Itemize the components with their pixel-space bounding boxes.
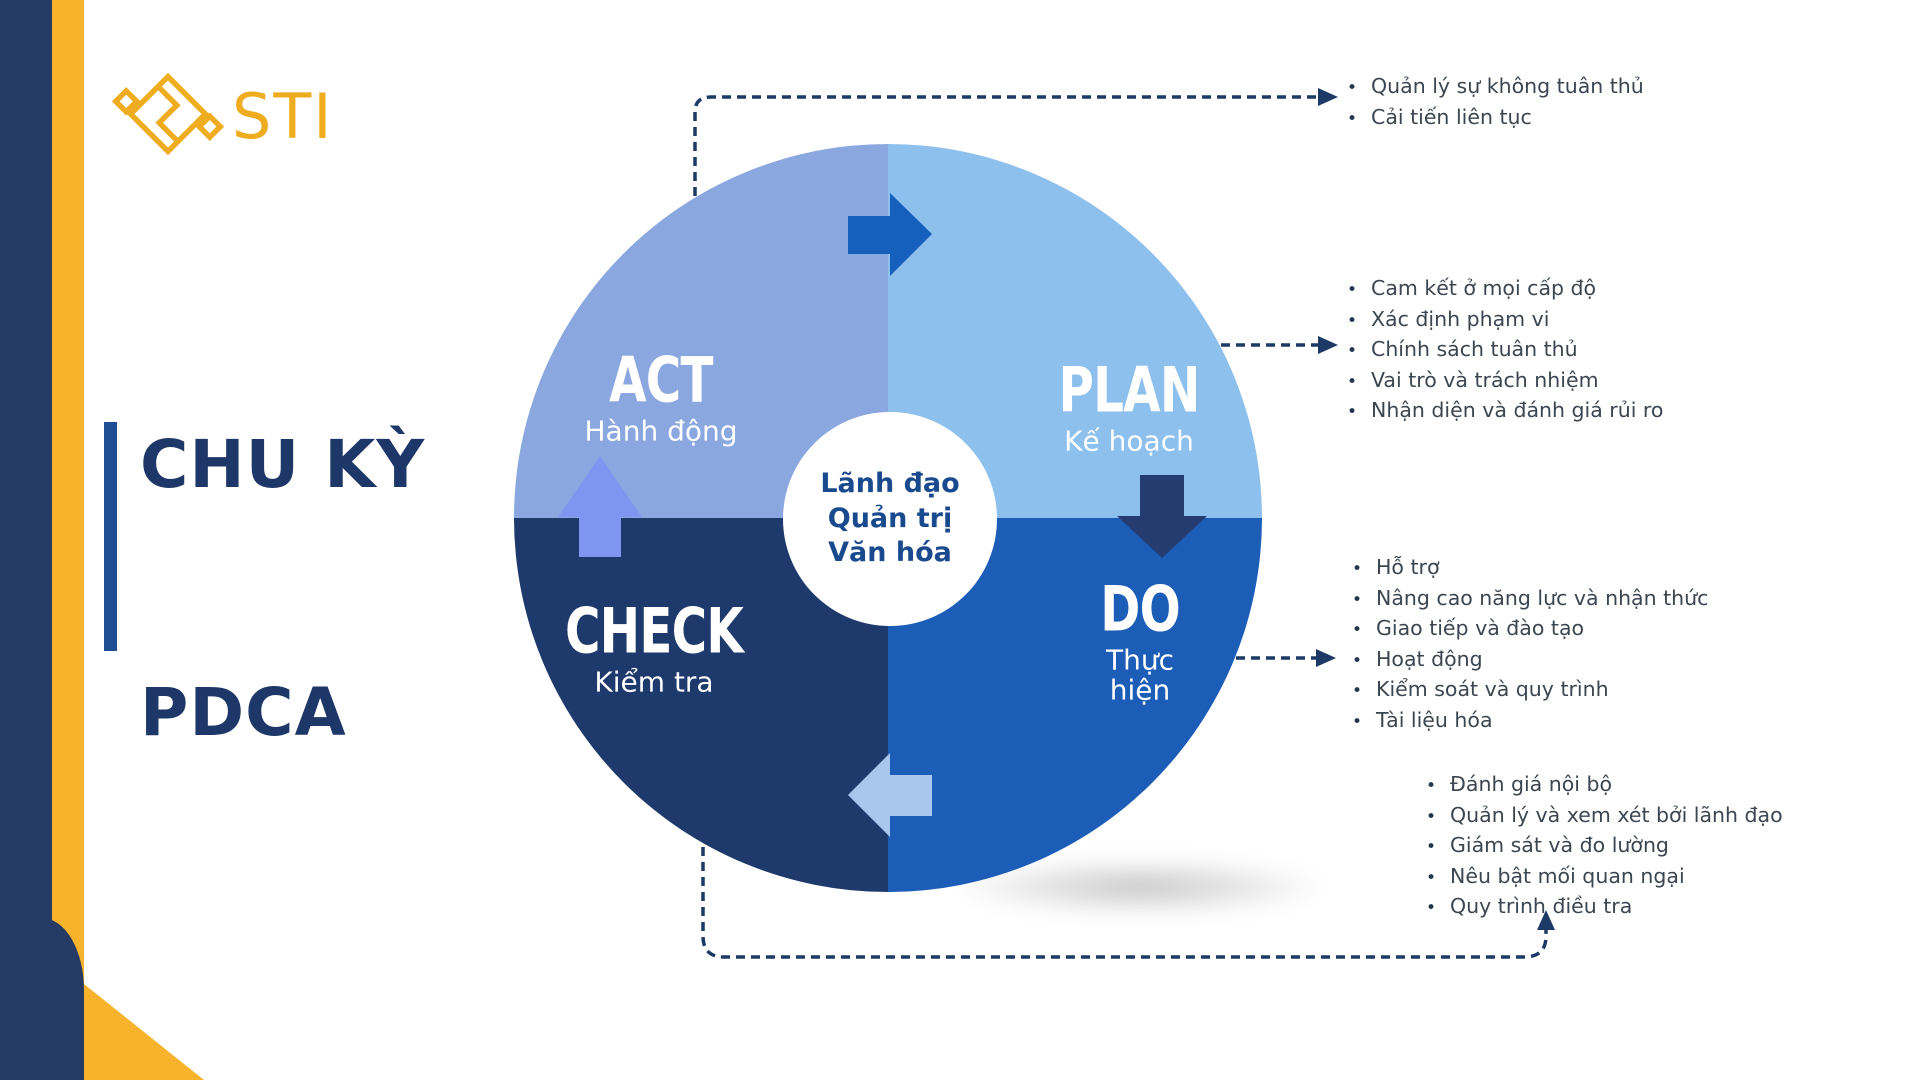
bullet-text: Tài liệu hóa — [1376, 707, 1493, 732]
center-circle: Lãnh đạo Quản trị Văn hóa — [783, 412, 997, 626]
bullet-text: Quản lý sự không tuân thủ — [1371, 74, 1644, 98]
check-subtitle: Kiểm tra — [594, 665, 714, 699]
list-item: • Giám sát và đo lường — [1426, 831, 1783, 862]
title-line-1: CHU KỲ — [140, 426, 426, 503]
list-item: • Nâng cao năng lực và nhận thức — [1352, 584, 1708, 615]
do-label: DO — [1100, 572, 1180, 646]
act-bullet-list: • Quản lý sự không tuân thủ • Cải tiến liên… — [1347, 72, 1644, 133]
list-item: • Hoạt động — [1352, 645, 1708, 676]
list-item: • Quản lý sự không tuân thủ — [1347, 72, 1644, 103]
page-title: CHU KỲ PDCA — [140, 403, 425, 775]
list-item: • Nhận diện và đánh giá rủi ro — [1347, 396, 1663, 427]
plan-label-block: PLAN Kế hoạch — [1039, 353, 1220, 458]
bullet-text: Hỗ trợ — [1376, 555, 1440, 579]
bullet-dot-icon: • — [1426, 776, 1437, 796]
bullet-dot-icon: • — [1352, 589, 1363, 610]
bullet-dot-icon: • — [1352, 650, 1363, 671]
check-bullet-list: • Đánh giá nội bộ • Quản lý và xem xét bởi … — [1426, 770, 1783, 923]
sti-logo-icon — [112, 72, 224, 156]
bullet-dot-icon: • — [1426, 898, 1437, 918]
list-item: • Kiểm soát và quy trình — [1352, 675, 1708, 706]
center-line-3: Văn hóa — [828, 537, 952, 569]
list-item: • Nêu bật mối quan ngại — [1426, 862, 1783, 893]
bullet-text: Giao tiếp và đào tạo — [1376, 616, 1585, 640]
list-item: • Hỗ trợ — [1352, 553, 1708, 584]
center-line-1: Lãnh đạo — [820, 468, 960, 500]
list-item: • Đánh giá nội bộ — [1426, 770, 1783, 801]
bullet-dot-icon: • — [1347, 371, 1358, 392]
bullet-dot-icon: • — [1426, 867, 1437, 888]
bullet-text: Nhận diện và đánh giá rủi ro — [1371, 398, 1664, 422]
do-bullet-list: • Hỗ trợ • Nâng cao năng lực và nhận thức • G… — [1352, 553, 1708, 736]
plan-label: PLAN — [1058, 353, 1200, 427]
bullet-dot-icon: • — [1352, 711, 1363, 732]
plan-subtitle: Kế hoạch — [1064, 424, 1194, 458]
bullet-dot-icon: • — [1347, 280, 1358, 300]
list-item: • Quy trình điều tra — [1426, 892, 1783, 923]
list-item: • Chính sách tuân thủ — [1347, 335, 1663, 366]
act-label-block: ACT Hành động — [584, 343, 738, 448]
bullet-dot-icon: • — [1347, 402, 1358, 422]
list-item: • Quản lý và xem xét bởi lãnh đạo — [1426, 801, 1783, 832]
do-label-block: DO Thực hiện — [1079, 572, 1201, 707]
bullet-text: Nêu bật mối quan ngại — [1450, 863, 1685, 888]
plan-bullet-list: • Cam kết ở mọi cấp độ • Xác định phạm vi • C… — [1347, 274, 1663, 427]
bullet-dot-icon: • — [1352, 559, 1363, 579]
act-label: ACT — [609, 343, 713, 417]
bullet-dot-icon: • — [1347, 78, 1358, 98]
bullet-text: Quản lý và xem xét bởi lãnh đạo — [1450, 802, 1783, 827]
list-item: • Cải tiến liên tục — [1347, 103, 1644, 134]
list-item: • Giao tiếp và đào tạo — [1352, 614, 1708, 645]
title-line-2: PDCA — [140, 674, 347, 751]
do-subtitle: Thực hiện — [1106, 643, 1174, 707]
bullet-text: Quy trình điều tra — [1450, 894, 1633, 918]
bullet-dot-icon: • — [1347, 108, 1358, 129]
bullet-text: Giám sát và đo lường — [1450, 833, 1669, 857]
bullet-text: Vai trò và trách nhiệm — [1371, 367, 1599, 392]
bullet-text: Đánh giá nội bộ — [1450, 772, 1613, 796]
bullet-dot-icon: • — [1347, 310, 1358, 331]
act-connector-arrowhead-icon — [1318, 88, 1338, 106]
left-navy-bar — [0, 0, 52, 1080]
center-line-2: Quản trị — [827, 502, 953, 534]
list-item: • Cam kết ở mọi cấp độ — [1347, 274, 1663, 305]
title-accent-bar — [104, 422, 117, 651]
list-item: • Xác định phạm vi — [1347, 305, 1663, 336]
sti-logo-text: STI — [232, 80, 334, 153]
bullet-dot-icon: • — [1347, 341, 1358, 361]
left-gold-strip — [52, 0, 84, 1080]
act-subtitle: Hành động — [584, 414, 738, 448]
do-connector-arrowhead-icon — [1316, 649, 1336, 667]
bottom-left-gold-triangle — [84, 984, 204, 1080]
bullet-text: Hoạt động — [1376, 646, 1483, 671]
bullet-text: Chính sách tuân thủ — [1371, 337, 1578, 361]
bullet-dot-icon: • — [1426, 837, 1437, 857]
list-item: • Tài liệu hóa — [1352, 706, 1708, 737]
bullet-text: Cải tiến liên tục — [1371, 104, 1532, 129]
bullet-text: Cam kết ở mọi cấp độ — [1371, 276, 1597, 300]
bullet-text: Nâng cao năng lực và nhận thức — [1376, 585, 1709, 610]
bullet-dot-icon: • — [1352, 681, 1363, 701]
plan-connector-arrowhead-icon — [1318, 336, 1338, 354]
bullet-dot-icon: • — [1426, 806, 1437, 827]
bullet-dot-icon: • — [1352, 620, 1363, 640]
check-label: CHECK — [564, 594, 744, 668]
bullet-text: Kiểm soát và quy trình — [1376, 677, 1609, 701]
bullet-text: Xác định phạm vi — [1371, 306, 1550, 331]
bottom-left-navy-shape — [0, 918, 84, 1080]
list-item: • Vai trò và trách nhiệm — [1347, 366, 1663, 397]
check-label-block: CHECK Kiểm tra — [540, 594, 768, 699]
